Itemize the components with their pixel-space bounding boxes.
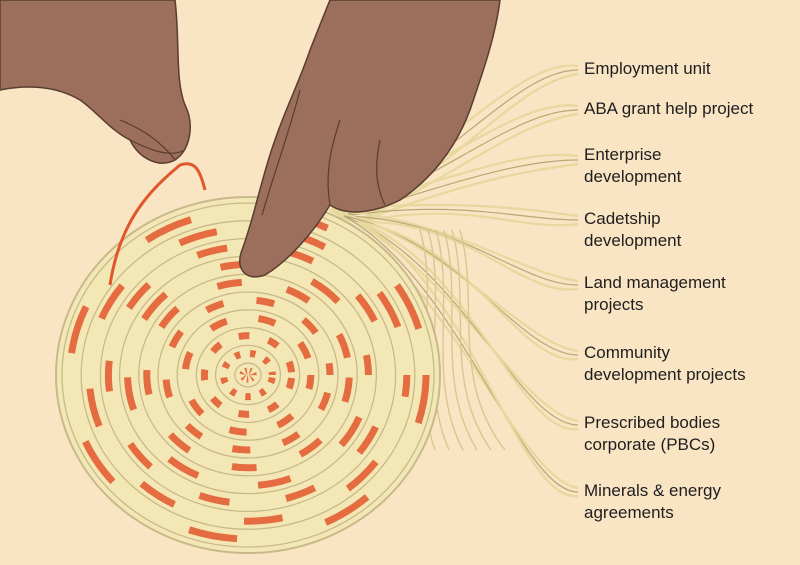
basket-red-band	[200, 332, 296, 418]
basket-red-band	[85, 225, 411, 525]
fibre-strand	[343, 215, 579, 493]
fibre-strand	[329, 208, 579, 423]
fibre-strand	[357, 220, 579, 361]
basket-red-band	[66, 207, 430, 543]
label-employment-unit: Employment unit	[584, 59, 711, 78]
basket-red-band	[104, 243, 392, 507]
label-community-development-projects: Community development projects	[584, 343, 746, 384]
basket-red-band	[239, 367, 257, 383]
fibre-strand	[357, 162, 579, 224]
basket-coil	[234, 362, 262, 388]
label-land-management-projects: Land management projects	[584, 273, 726, 314]
fibre-strand-loose	[435, 229, 464, 451]
fibre-strand	[357, 221, 579, 498]
label-aba-grant-help-project: ABA grant help project	[584, 99, 754, 118]
basket-coil	[214, 344, 282, 406]
label-cadetship-development: Cadetship development	[584, 209, 682, 250]
basket-red-band	[143, 278, 353, 472]
basket-red-band	[181, 314, 315, 436]
coiled-basket-icon	[55, 196, 441, 554]
basket-red-band	[220, 349, 276, 401]
fibre-strand	[357, 212, 579, 227]
red-thread	[108, 162, 207, 286]
basket-coil	[195, 326, 301, 424]
fibre-strand-loose	[451, 229, 492, 451]
label-enterprise-development: Enterprise development	[584, 145, 682, 186]
fibre-strand	[329, 208, 579, 283]
fibre-strand-loose	[443, 229, 478, 451]
label-prescribed-bodies-corporate: Prescribed bodies corporate (PBCs)	[584, 413, 721, 454]
basket-coil	[176, 309, 320, 441]
fibre-strand-loose	[459, 229, 506, 451]
label-minerals-energy-agreements: Minerals & energy agreements	[584, 481, 722, 522]
fibre-strand	[357, 220, 579, 291]
fibre-strand	[343, 215, 579, 286]
basket-coil	[61, 202, 435, 548]
basket-red-band	[162, 296, 334, 454]
fibre-strand	[343, 208, 579, 221]
right-hand-icon	[239, 0, 501, 278]
fibre-strand	[357, 220, 579, 431]
fibre-strand	[343, 215, 579, 426]
basket-coil	[80, 220, 416, 530]
basket-coil	[157, 291, 339, 459]
left-hand-icon	[0, 0, 191, 164]
